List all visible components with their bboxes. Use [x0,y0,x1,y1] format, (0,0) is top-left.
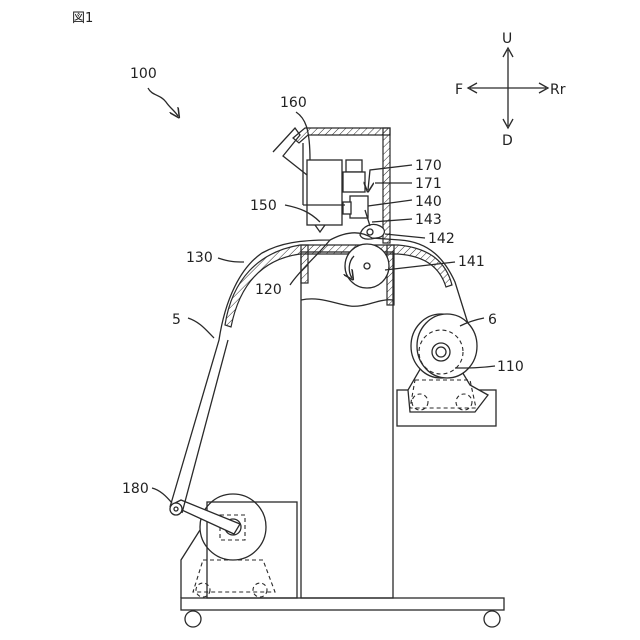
upper-unit-160 [273,128,390,243]
leader-180 [152,488,172,503]
upper-rear-wall [383,128,390,243]
direction-down: D [502,133,513,149]
rear-roll-unit [397,314,496,426]
direction-rear: Rr [550,82,566,98]
leader-130 [218,258,244,262]
direction-up: U [502,31,512,47]
component-150-tip [315,225,325,232]
lower-dashed-wheel-1 [196,583,210,597]
lower-frame-arm [181,530,200,598]
label-141: 141 [458,254,485,270]
label-170: 170 [415,158,442,174]
reference-labels: 160 170 171 140 150 143 142 130 141 120 … [122,95,524,497]
label-171: 171 [415,176,442,192]
label-5: 5 [172,312,181,328]
leader-5 [188,318,214,338]
roller-142 [360,224,384,239]
ref-100-leader [148,88,178,116]
lower-dashed-wheel-2 [253,583,267,597]
tape-5-inner [182,340,228,513]
guide-pin [170,503,182,515]
leader-142 [385,234,425,238]
component-170-body [343,172,365,192]
label-140: 140 [415,194,442,210]
caster-right [484,611,500,627]
label-180: 180 [122,481,149,497]
label-120: 120 [255,282,282,298]
component-140-tab [343,202,351,214]
direction-compass: U D F Rr [455,31,566,149]
base-plate [181,598,504,610]
base-frame [181,598,504,627]
label-150: 150 [250,198,277,214]
label-160: 160 [280,95,307,111]
label-110: 110 [497,359,524,375]
figure-title: 図1 [72,11,93,26]
direction-front: F [455,82,463,98]
guide-pin-180 [170,500,240,534]
component-140-body [350,196,368,218]
label-142: 142 [428,231,455,247]
label-6: 6 [488,312,497,328]
column-break-line [301,299,393,306]
inner-right-wall [387,245,394,305]
ref-100: 100 [130,66,157,82]
caster-left [185,611,201,627]
leader-143 [372,219,412,222]
column-body [301,252,393,598]
component-170-top [346,160,362,172]
lower-dashed-bracket [193,560,275,592]
label-130: 130 [186,250,213,266]
roller-141-outer [345,244,389,288]
central-column [301,252,393,598]
label-143: 143 [415,212,442,228]
